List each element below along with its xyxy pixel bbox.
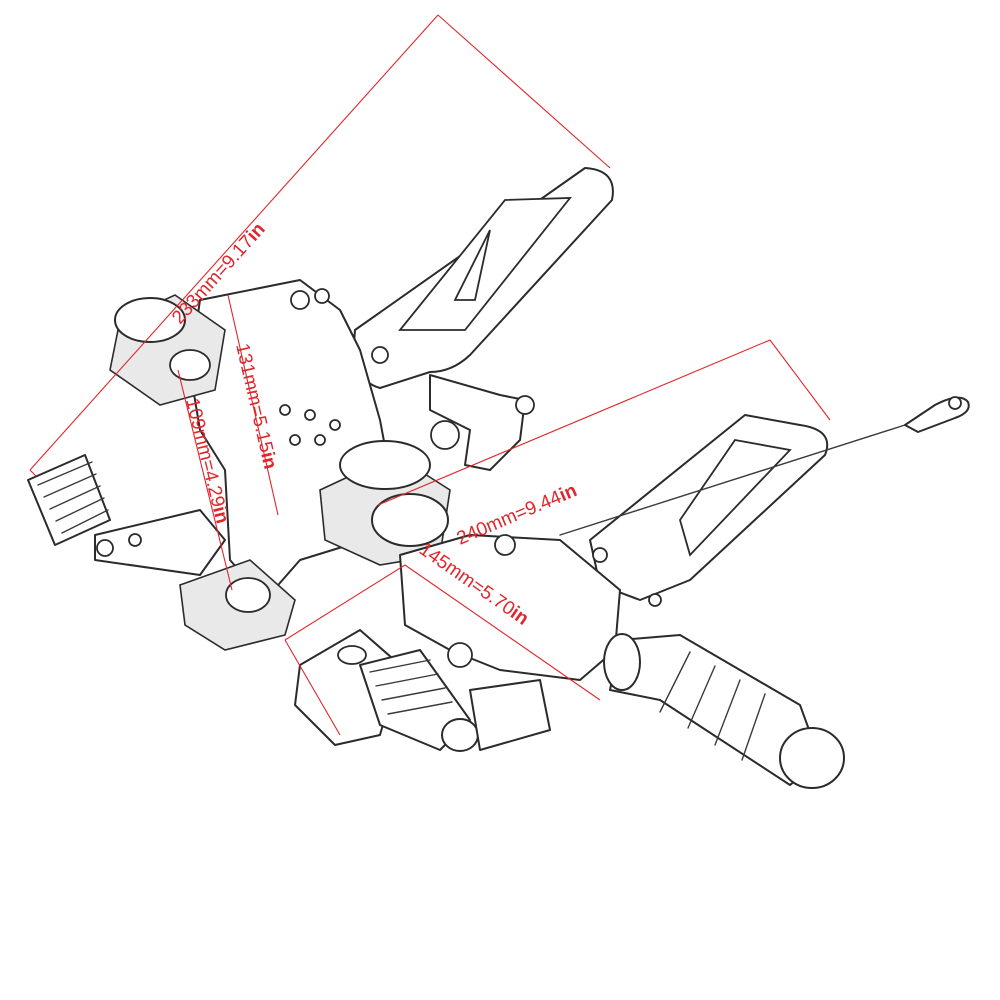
dim-line-pivot-spacing bbox=[227, 294, 279, 516]
right-rearset-assembly bbox=[294, 396, 970, 789]
left-linkage-arm bbox=[429, 374, 526, 471]
dim-line-right-width bbox=[377, 339, 771, 506]
dimension-lines bbox=[29, 14, 831, 736]
right-footpeg bbox=[603, 633, 845, 789]
left-shift-peg bbox=[27, 454, 111, 546]
dim-line-right-depth bbox=[284, 564, 406, 641]
left-upper-boss bbox=[109, 294, 226, 406]
right-heel-plate-cutout bbox=[679, 439, 792, 557]
left-rearset-assembly bbox=[27, 167, 614, 651]
right-brake-rod bbox=[559, 424, 906, 536]
left-heel-plate-cutout bbox=[398, 197, 572, 331]
right-brake-pedal bbox=[294, 629, 551, 752]
left-shift-lever-arm bbox=[94, 509, 226, 576]
dim-line-overall-width bbox=[29, 14, 439, 471]
left-lower-boss bbox=[179, 559, 296, 651]
dim-line-lower-spacing bbox=[177, 369, 233, 591]
left-heel-plate-slot bbox=[453, 229, 491, 301]
right-upper-pivot bbox=[319, 440, 451, 566]
left-linkage-bolt bbox=[430, 420, 460, 450]
left-lever-pivot-bolt bbox=[96, 539, 114, 557]
